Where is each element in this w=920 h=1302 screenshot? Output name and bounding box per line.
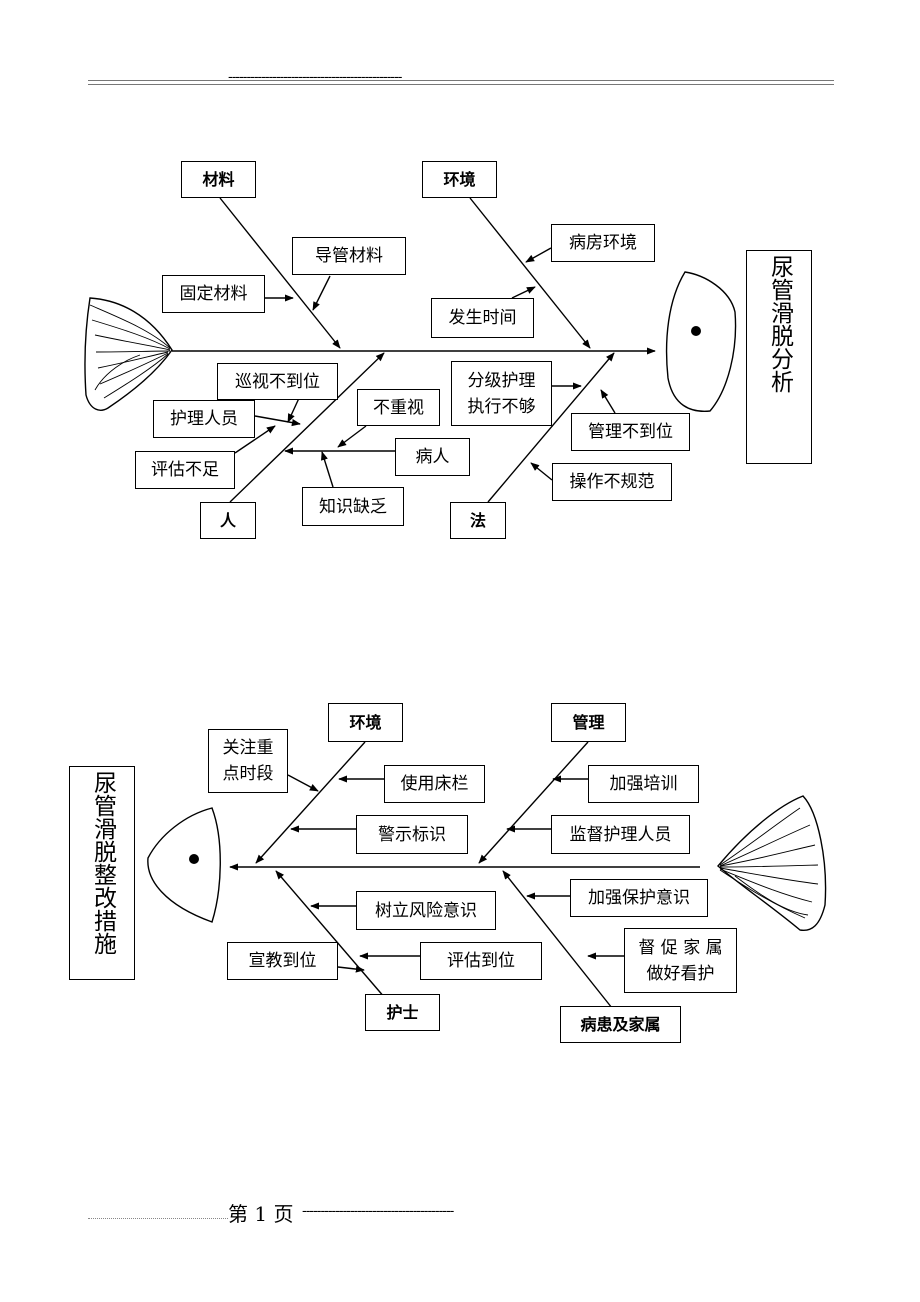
measure-assessment: 评估到位	[420, 942, 542, 980]
measure-bed-rails: 使用床栏	[384, 765, 485, 803]
measure-warning-sign: 警示标识	[356, 815, 468, 854]
footer-page-number: 第 1 页	[228, 1202, 294, 1226]
cause-patient: 病人	[395, 438, 470, 476]
category2-nurse: 护士	[365, 994, 440, 1031]
page-footer: 第 1 页 ----------------------------------…	[88, 1198, 548, 1226]
category-material: 材料	[181, 161, 256, 198]
cause-knowledge-lacking: 知识缺乏	[302, 487, 404, 526]
diagram1-skeleton	[84, 197, 737, 503]
cause-patrol-lacking: 巡视不到位	[217, 363, 338, 400]
cause-grading-care: 分级护理 执行不够	[451, 361, 552, 426]
footer-dashes: ----------------------------------------…	[302, 1204, 454, 1219]
cause-ward-environment: 病房环境	[551, 224, 655, 262]
cause-nursing-staff: 护理人员	[153, 400, 255, 438]
diagram2-title: 尿管滑脱整改措施	[69, 766, 135, 980]
measure-protection-awareness: 加强保护意识	[570, 879, 708, 917]
measure-focus-time: 关注重 点时段	[208, 729, 288, 793]
category-method: 法	[450, 502, 506, 539]
cause-catheter-material: 导管材料	[292, 237, 406, 275]
diagram2-tail	[717, 795, 827, 932]
cause-not-valued: 不重视	[357, 389, 440, 426]
diagram1-head	[665, 271, 737, 412]
measure-supervise-staff: 监督护理人员	[551, 815, 690, 854]
category-environment: 环境	[422, 161, 497, 198]
category2-management: 管理	[551, 703, 626, 742]
cause-operation-nonstandard: 操作不规范	[552, 463, 672, 501]
header-rule-second	[88, 84, 834, 85]
cause-fixing-material: 固定材料	[162, 275, 265, 313]
cause-occurrence-time: 发生时间	[431, 298, 534, 338]
diagram2-title-text: 尿管滑脱整改措施	[89, 771, 116, 955]
cause-management-lacking: 管理不到位	[571, 413, 690, 451]
measure-education: 宣教到位	[227, 942, 338, 980]
diagram1-title-text: 尿管滑脱分析	[766, 255, 793, 393]
diagram2-head	[147, 807, 221, 923]
diagram1-title: 尿管滑脱分析	[746, 250, 812, 464]
category2-environment: 环境	[328, 703, 403, 742]
diagram1-eye	[691, 326, 701, 336]
header-dashes: ----------------------------------------…	[228, 70, 402, 85]
header-rule	[88, 80, 834, 81]
category2-patient-family: 病患及家属	[560, 1006, 681, 1043]
diagram1-tail	[84, 297, 173, 411]
measure-risk-awareness: 树立风险意识	[356, 891, 496, 930]
diagram2-eye	[189, 854, 199, 864]
measure-strengthen-training: 加强培训	[588, 765, 699, 803]
cause-assessment-lacking: 评估不足	[135, 451, 235, 489]
measure-urge-family: 督 促 家 属 做好看护	[624, 928, 737, 993]
footer-rule	[88, 1218, 228, 1219]
diagram2-skeleton	[147, 741, 827, 1009]
category-people: 人	[200, 502, 256, 539]
